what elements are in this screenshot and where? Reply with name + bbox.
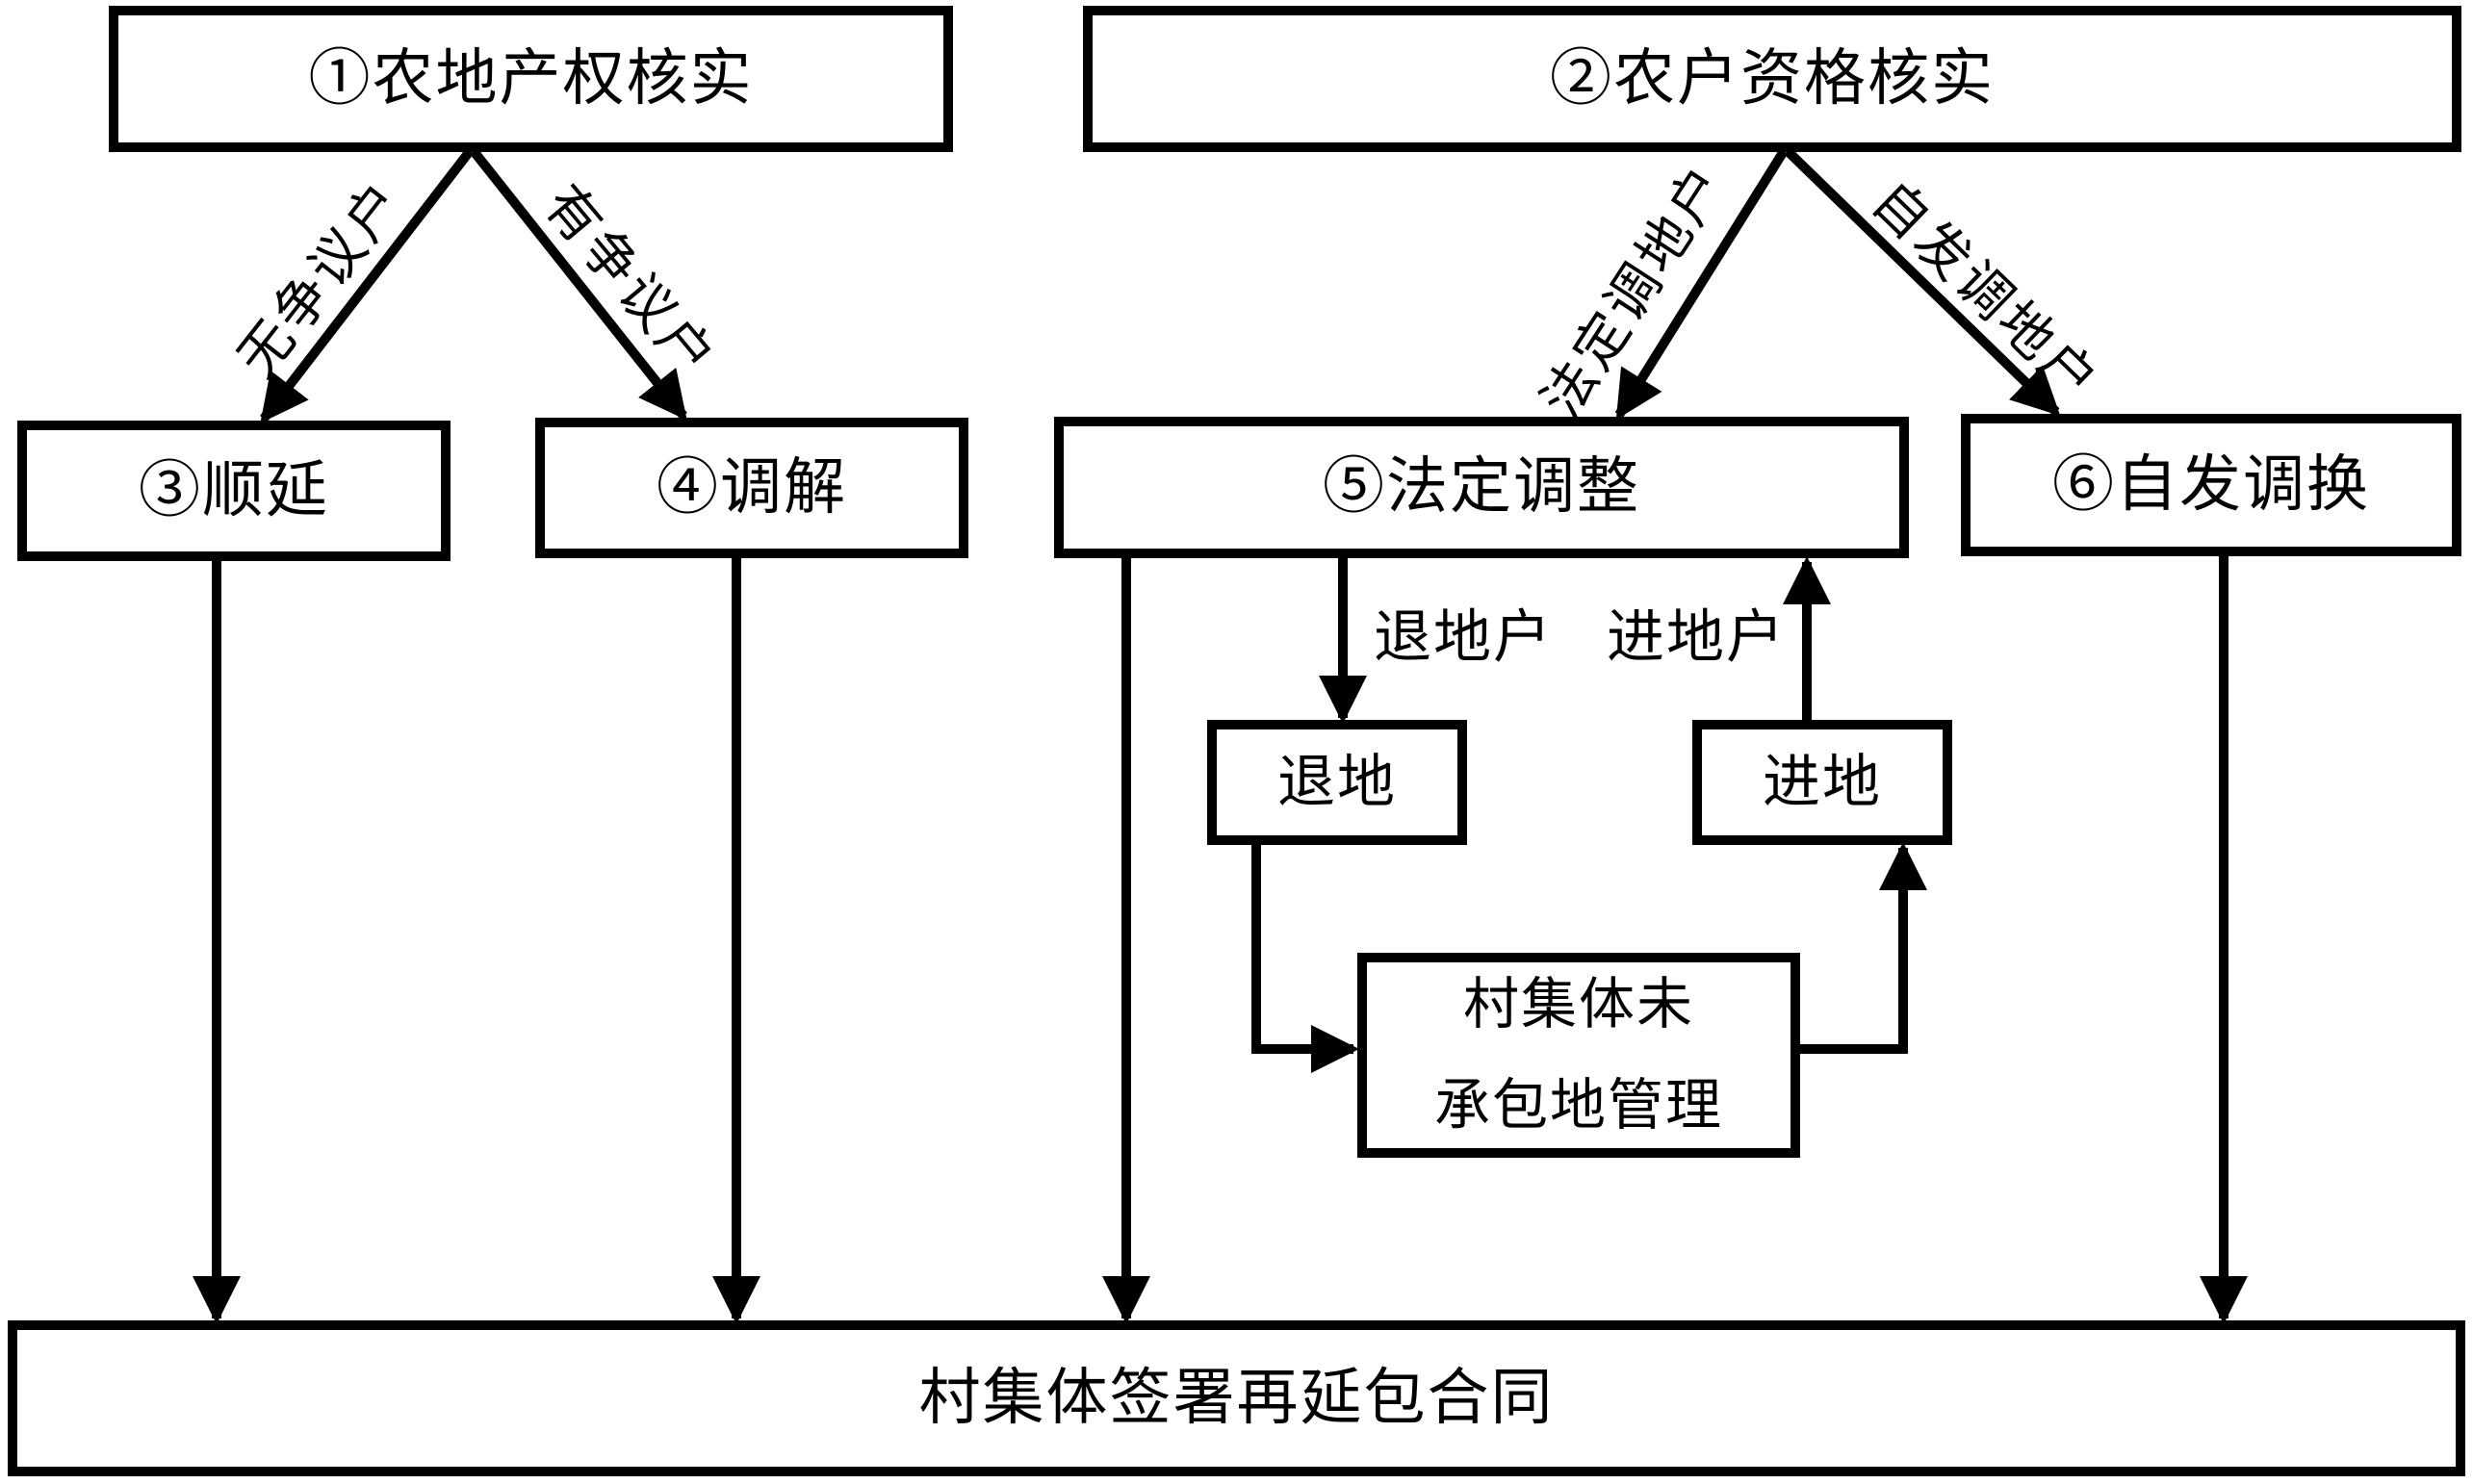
node-collective-signs-recontract: 村集体签署再延包合同 [8, 1320, 2465, 1476]
arrow-mgmt-to-jindi [1796, 842, 1927, 1054]
node-return-land: 退地 [1207, 720, 1467, 845]
node-collective-uncontracted-land-management: 村集体未 承包地管理 [1357, 953, 1800, 1158]
node-enter-land: 进地 [1692, 720, 1952, 845]
node-extension: ③顺延 [17, 421, 451, 561]
node-statutory-adjustment: ⑤法定调整 [1054, 417, 1909, 558]
arrow-box1-to-box4 [470, 147, 687, 421]
node-voluntary-exchange: ⑥自发调换 [1961, 414, 2461, 556]
arrow-box2-to-box5 [1614, 148, 1789, 421]
arrow-box1-to-box3 [260, 147, 474, 423]
edge-label-enter-land-households: 进地户 [1607, 605, 1786, 670]
edge-label-return-land-households: 退地户 [1374, 605, 1553, 670]
node-farmer-qualification-verification: ②农户资格核实 [1083, 6, 2461, 152]
arrow-box2-to-box6 [1784, 147, 2061, 417]
arrow-tuidi-to-mgmt [1251, 841, 1359, 1073]
node-farmland-rights-verification: ①农地产权核实 [109, 6, 953, 152]
node-mediation: ④调解 [535, 418, 968, 558]
